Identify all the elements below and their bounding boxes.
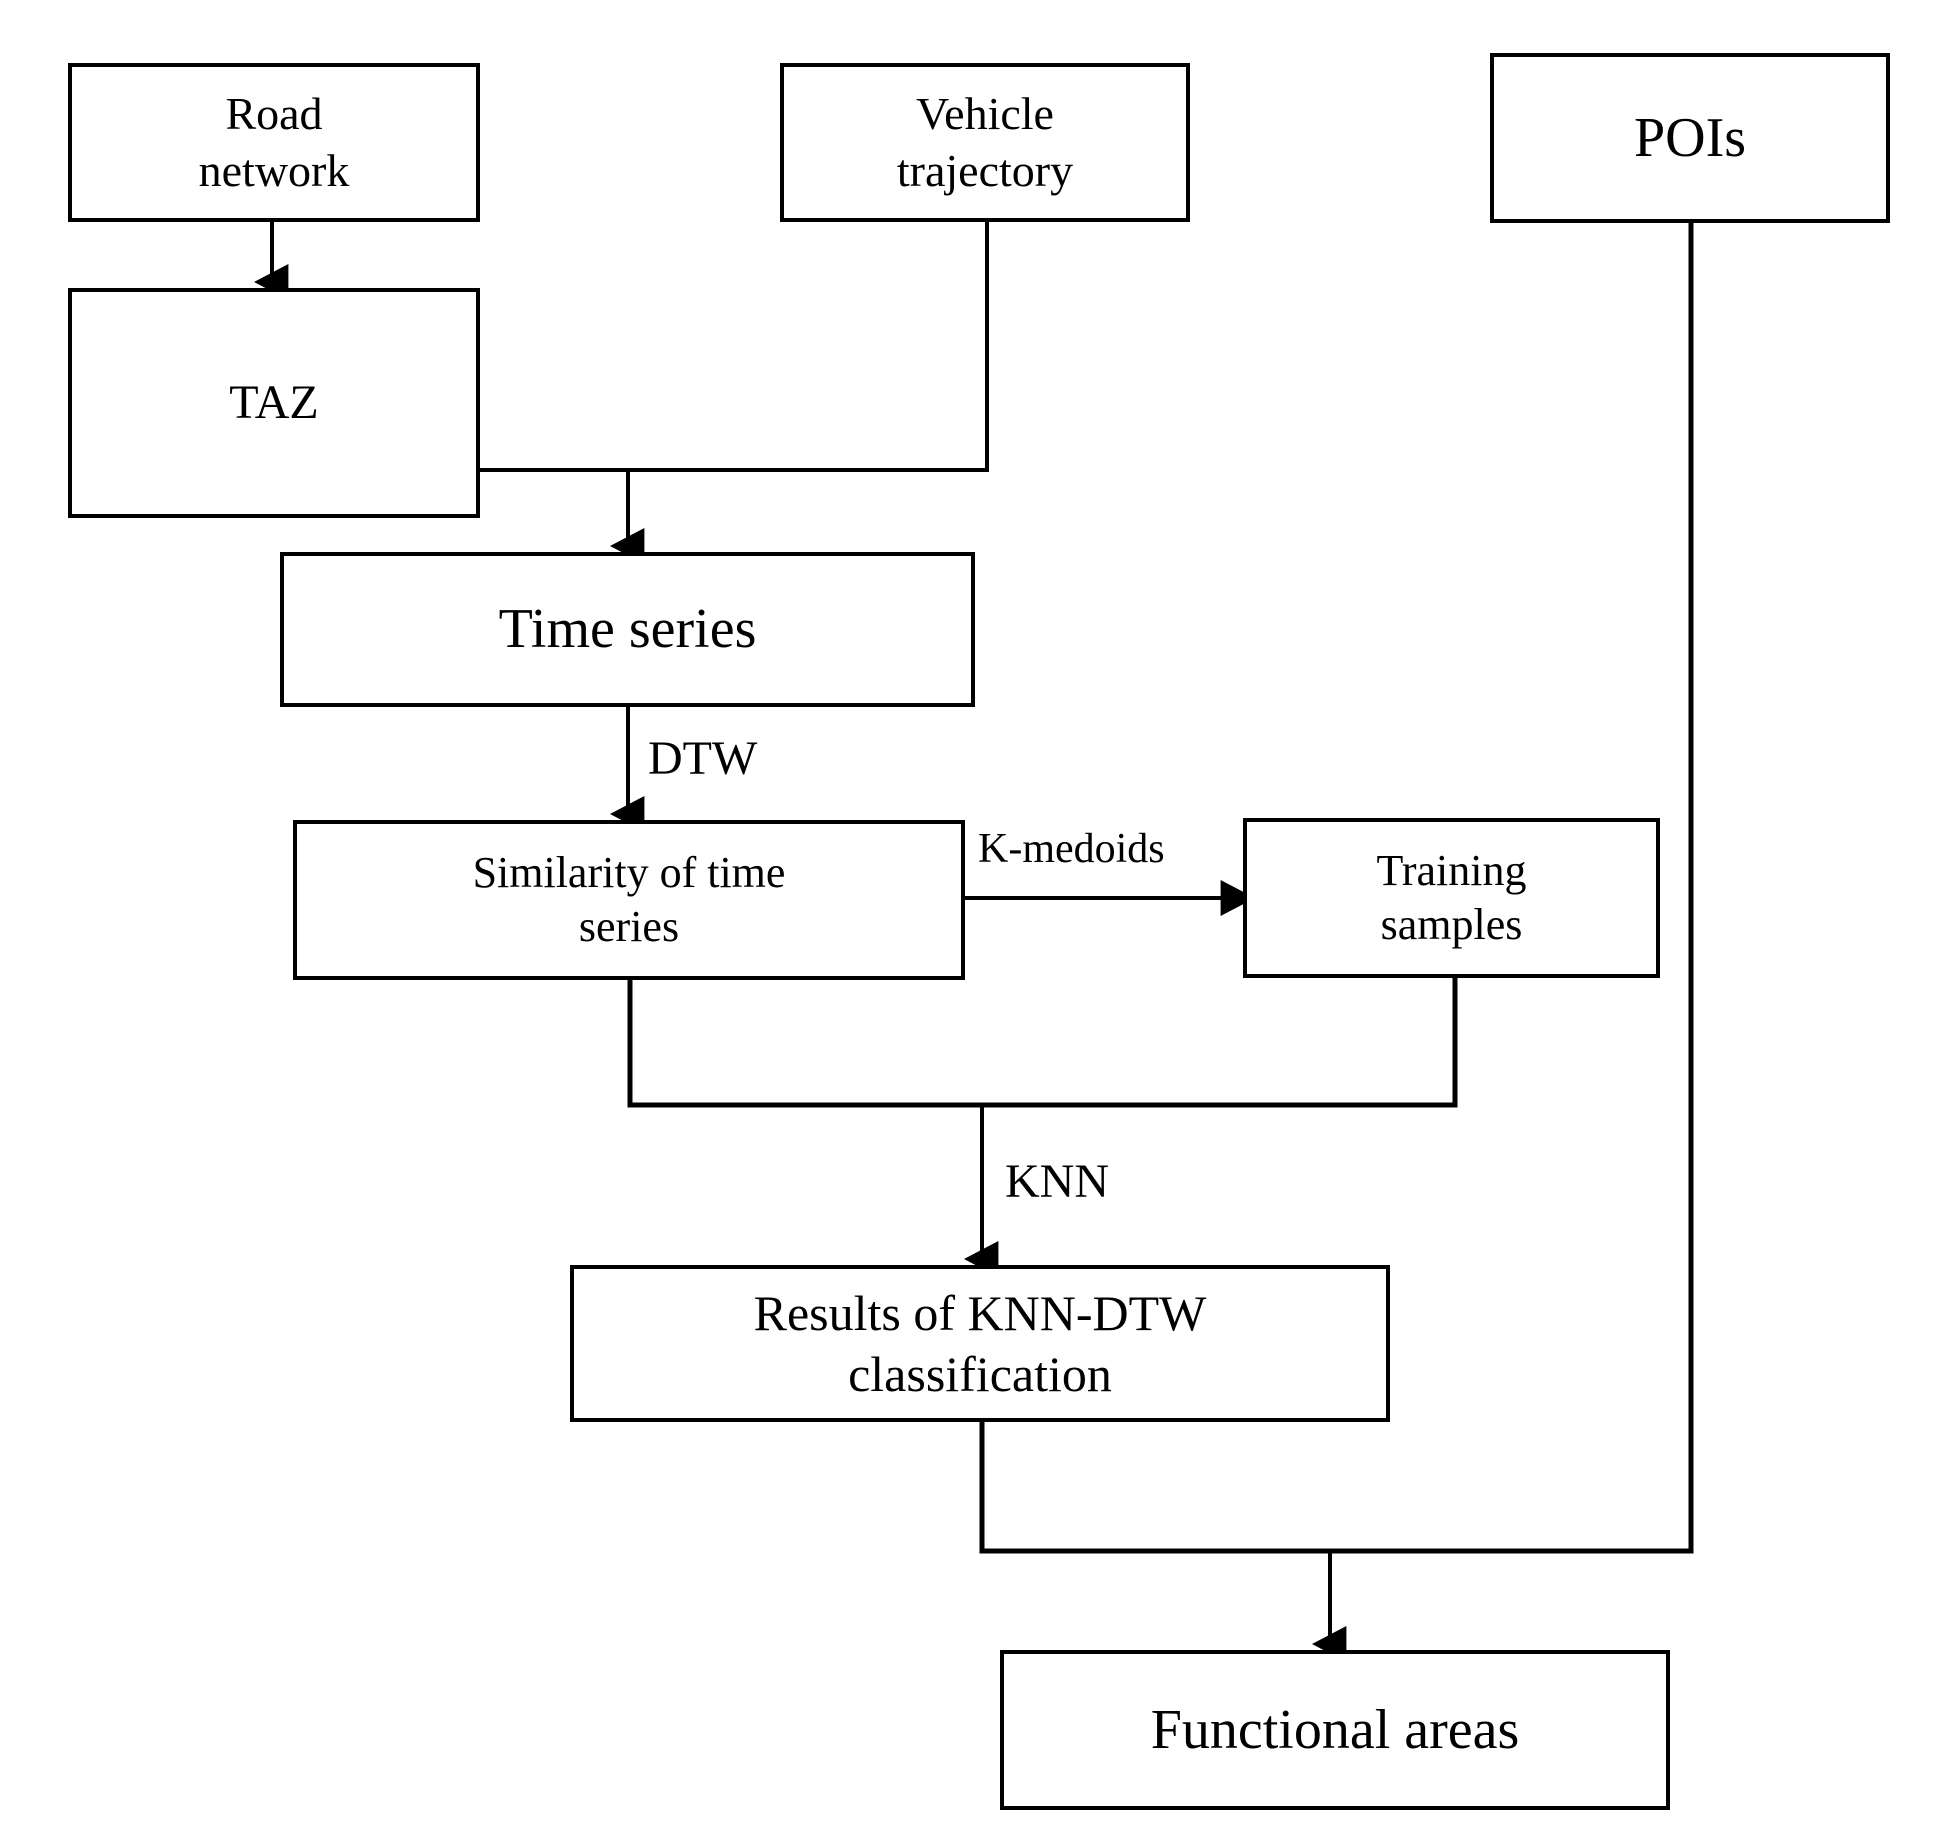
edge-label-k-medoids: K-medoids	[978, 826, 1165, 872]
edge-vehicle-to-timeseries	[628, 222, 989, 472]
node-time-series[interactable]: Time series	[280, 552, 975, 707]
node-results-of-knn-dtw-classification-label: Results of KNN-DTW classification	[753, 1284, 1207, 1402]
node-time-series-label: Time series	[498, 598, 757, 661]
node-road-network[interactable]: Road network	[68, 63, 480, 222]
edge-label-knn: KNN	[1005, 1155, 1109, 1208]
node-taz-label: TAZ	[229, 375, 319, 429]
edge-similarity-to-merge	[627, 980, 982, 1108]
node-training-samples[interactable]: Training samples	[1243, 818, 1660, 978]
node-functional-areas[interactable]: Functional areas	[1000, 1650, 1670, 1810]
node-taz[interactable]: TAZ	[68, 288, 480, 518]
node-results-of-knn-dtw-classification[interactable]: Results of KNN-DTW classification	[570, 1265, 1390, 1422]
edge-results-to-merge	[979, 1422, 1330, 1554]
node-vehicle-trajectory-label: Vehicle trajectory	[896, 88, 1074, 196]
node-training-samples-label: Training samples	[1376, 846, 1527, 949]
node-road-network-label: Road network	[198, 88, 350, 196]
node-similarity-of-time-series[interactable]: Similarity of time series	[293, 820, 965, 980]
edge-training-to-merge	[982, 978, 1458, 1108]
edge-label-dtw: DTW	[648, 732, 758, 785]
node-pois-label: POIs	[1633, 106, 1747, 169]
node-similarity-of-time-series-label: Similarity of time series	[472, 848, 786, 951]
node-vehicle-trajectory[interactable]: Vehicle trajectory	[780, 63, 1190, 222]
node-functional-areas-label: Functional areas	[1150, 1698, 1520, 1761]
node-pois[interactable]: POIs	[1490, 53, 1890, 223]
